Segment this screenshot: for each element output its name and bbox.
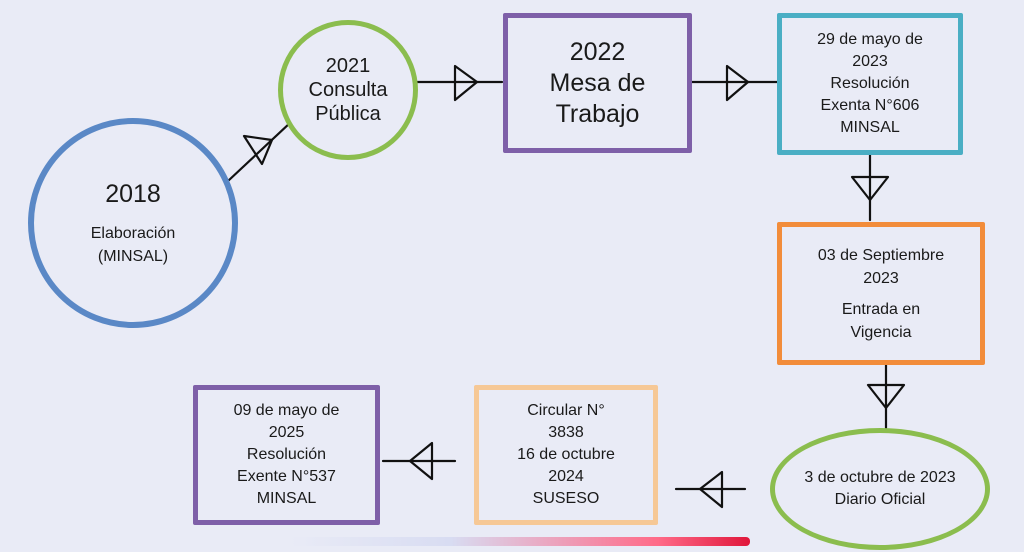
arrow-vigencia-to-diario [866,363,906,430]
node-2023-vig-line-3: Entrada en [841,300,921,318]
node-2023-vig-line-2: 2023 [863,269,899,287]
node-2025-line-3: Resolución [246,446,327,463]
node-2024-line-2: 3838 [548,424,584,441]
node-2021-line-1: 2021 [325,55,371,77]
decorative-bottom-bar [290,537,750,546]
node-2018-elaboracion: 2018 Elaboración (MINSAL) [28,118,238,328]
node-2021-line-3: Pública [315,103,381,125]
node-2023-diario-oficial: 3 de octubre de 2023 Diario Oficial [770,428,990,550]
node-2025-line-4: Exente N°537 [237,468,336,485]
node-2023-res-line-4: Exenta N°606 [820,97,920,114]
node-2025-line-1: 09 de mayo de [233,402,340,419]
node-2023-res-line-2: 2023 [852,53,888,70]
node-2022-mesa-de-trabajo: 2022 Mesa de Trabajo [503,13,692,153]
arrow-2021-to-2022 [414,64,504,102]
node-2025-resolucion-537: 09 de mayo de 2025 Resolución Exente N°5… [193,385,380,525]
node-2023-diario-line-1: 3 de octubre de 2023 [804,469,956,486]
arrow-diario-to-circular [674,470,747,509]
node-2023-diario-line-2: Diario Oficial [834,491,926,508]
node-2024-line-1: Circular N° [527,402,605,419]
node-2022-line-3: Trabajo [555,99,640,128]
node-2023-vig-line-4: Vigencia [850,323,912,341]
node-2018-label-1: Elaboración [90,224,176,242]
node-2018-label-2: (MINSAL) [97,247,169,265]
node-2025-line-5: MINSAL [256,490,317,507]
node-2023-res-line-5: MINSAL [840,119,900,136]
arrow-circular-to-2025 [381,441,457,481]
node-2023-resolucion-606: 29 de mayo de 2023 Resolución Exenta N°6… [777,13,963,155]
node-2024-line-5: SUSESO [532,490,600,507]
node-2023-vig-line-1: 03 de Septiembre [817,246,945,264]
node-2024-line-3: 16 de octubre [517,446,615,463]
node-2021-consulta-publica: 2021 Consulta Pública [278,20,418,160]
arrow-2018-to-2021 [226,120,293,183]
node-2022-line-1: 2022 [569,37,626,66]
node-2021-line-2: Consulta [308,79,388,101]
arrow-resolution-to-vigencia [850,153,890,222]
node-2024-line-4: 2024 [548,468,584,485]
node-2025-line-2: 2025 [268,424,305,441]
node-2024-circular-3838: Circular N° 3838 16 de octubre 2024 SUSE… [474,385,658,525]
node-2023-res-line-1: 29 de mayo de [817,31,923,48]
node-2023-res-line-3: Resolución [830,75,910,92]
node-2023-entrada-en-vigencia: 03 de Septiembre 2023 Entrada en Vigenci… [777,222,985,365]
arrow-2022-to-2023-resolution [690,64,779,102]
node-2018-year: 2018 [105,179,161,208]
node-2022-line-2: Mesa de [549,68,646,97]
